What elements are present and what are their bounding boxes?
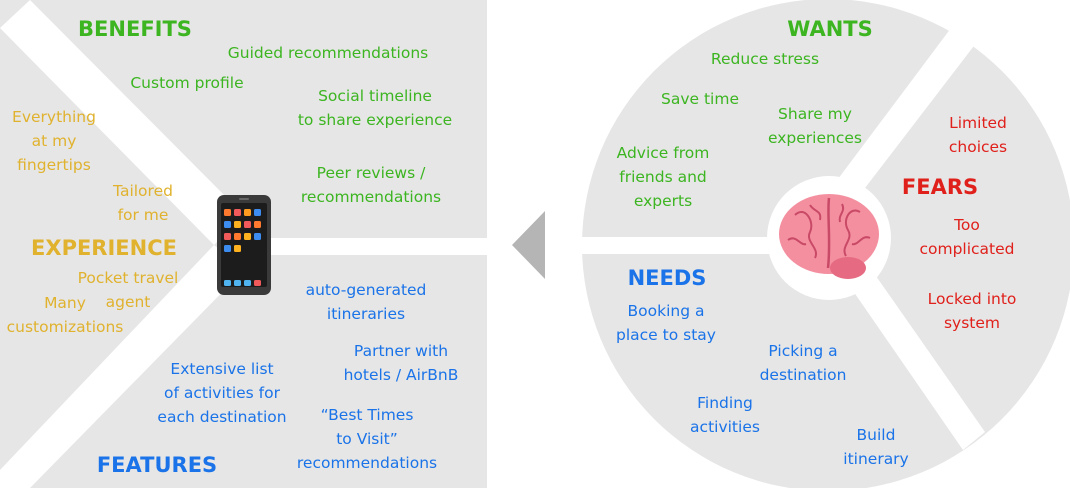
want-advice-line-1: Advice from [617,144,710,162]
feature-activities-line-3: each destination [157,408,286,426]
feature-best-times-line-1: “Best Times [321,406,414,424]
experience-tailored-line-2: for me [118,206,169,224]
fear-limited-line-1: Limited [949,114,1007,132]
fear-locked-line-1: Locked into [928,290,1017,308]
experience-tailored-line-1: Tailored [112,182,173,200]
divider-diagonal-top [0,0,244,245]
divider-horizontal [240,238,487,255]
experience-pocket-agent-line-2: agent [106,293,151,311]
benefit-peer-reviews-line-1: Peer reviews / [317,164,426,182]
divider-diagonal-bottom [0,245,244,488]
brain-icon [779,194,879,279]
need-booking-line-1: Booking a [628,302,705,320]
want-save-time: Save time [661,90,739,108]
need-build-line-1: Build [857,426,896,444]
want-advice-line-2: friends and [619,168,707,186]
benefit-peer-reviews-line-2: recommendations [301,188,441,206]
need-finding-line-2: activities [690,418,760,436]
experience-customizations-line-2: customizations [7,318,124,336]
fear-complicated-line-2: complicated [919,240,1014,258]
benefit-social-timeline-line-1: Social timeline [318,87,432,105]
need-finding-line-1: Finding [697,394,753,412]
benefit-social-timeline-line-2: to share experience [298,111,452,129]
need-destination-line-2: destination [760,366,847,384]
smartphone-icon [217,195,271,295]
divider-wants-needs [580,237,802,254]
features-heading: FEATURES [97,453,217,477]
fear-complicated-line-1: Too [953,216,980,234]
fear-limited-line-2: choices [949,138,1007,156]
experience-heading: EXPERIENCE [31,236,177,260]
want-reduce-stress: Reduce stress [711,50,819,68]
customer-profile: WANTS Reduce stress Save time Share my e… [580,0,1070,491]
needs-heading: NEEDS [628,266,707,290]
experience-pocket-agent-line-1: Pocket travel [78,269,179,287]
feature-itineraries-line-2: itineraries [327,305,405,323]
feature-partner-line-1: Partner with [354,342,448,360]
need-destination-line-1: Picking a [768,342,837,360]
benefits-heading: BENEFITS [78,17,192,41]
value-map: BENEFITS Guided recommendations Custom p… [0,0,487,488]
fears-heading: FEARS [902,175,978,199]
experience-everything-line-1: Everything [12,108,96,126]
want-advice-line-3: experts [634,192,692,210]
divider-fears-needs [840,256,985,450]
want-share-line-2: experiences [768,129,862,147]
fear-locked-line-2: system [944,314,1000,332]
experience-everything-line-2: at my [32,132,77,150]
experience-everything-line-3: fingertips [17,156,91,174]
need-build-line-2: itinerary [843,450,908,468]
experience-customizations-line-1: Many [44,294,86,312]
left-arrow-icon [512,211,545,279]
need-booking-line-2: place to stay [616,326,716,344]
feature-best-times-line-3: recommendations [297,454,437,472]
benefit-custom-profile: Custom profile [130,74,243,92]
benefit-guided-recommendations: Guided recommendations [228,44,429,62]
wants-heading: WANTS [787,17,873,41]
feature-partner-line-2: hotels / AirBnB [344,366,459,384]
feature-itineraries-line-1: auto-generated [306,281,427,299]
feature-activities-line-1: Extensive list [170,360,273,378]
feature-best-times-line-2: to Visit” [336,430,398,448]
feature-activities-line-2: of activities for [164,384,281,402]
want-share-line-1: Share my [778,105,852,123]
divider-wants-fears [820,20,980,218]
